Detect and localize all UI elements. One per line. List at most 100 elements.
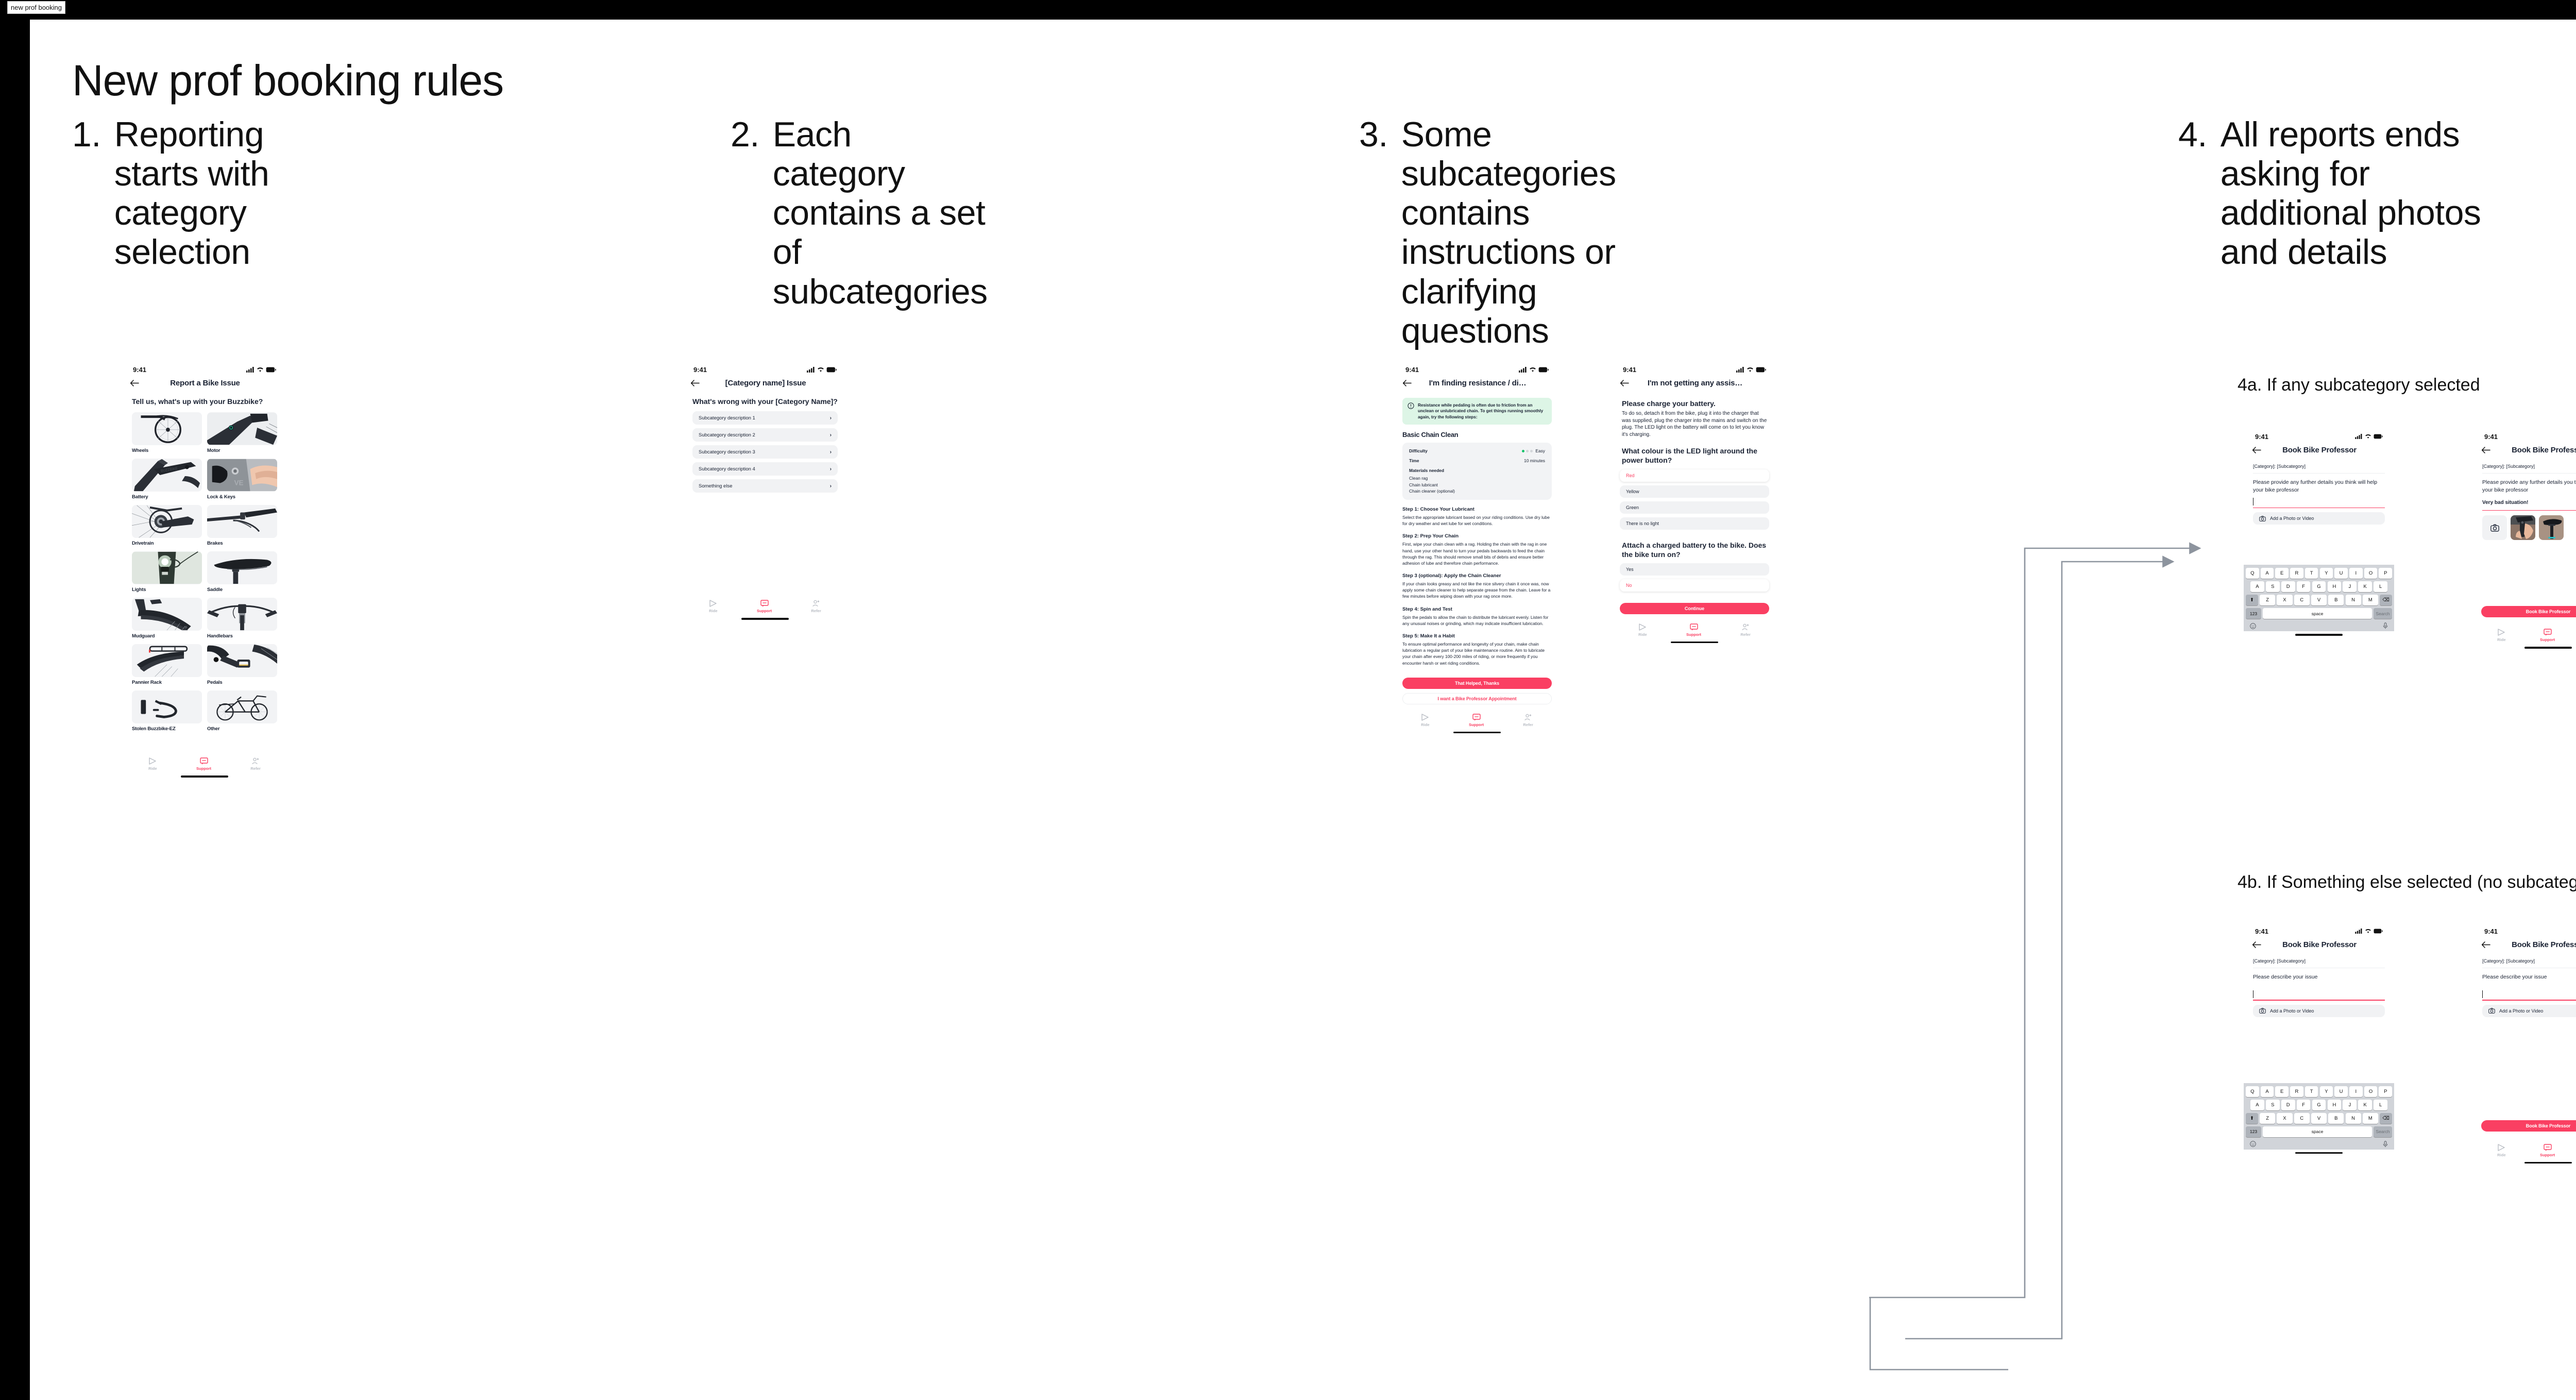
space-key[interactable]: space [2263,1126,2372,1137]
key[interactable]: P [2379,568,2392,579]
option-yes[interactable]: Yes [1620,563,1769,576]
backspace-key[interactable]: ⌫ [2380,595,2393,606]
tab-support[interactable]: Support [1469,714,1484,727]
key[interactable]: C [2294,595,2310,606]
describe-input[interactable] [2253,990,2385,1001]
tab-ride[interactable]: Ride [148,757,157,771]
search-key[interactable]: Search [2374,608,2392,619]
photo-thumbnail[interactable] [2511,515,2535,541]
category-card-saddle[interactable]: Saddle [207,551,277,593]
tab-ride[interactable]: Ride [2497,629,2506,642]
category-card-pedals[interactable]: Pedals [207,644,277,685]
option-red[interactable]: Red [1620,469,1769,482]
subcategory-row[interactable]: Subcategory description 3 › [692,445,838,459]
option-yellow[interactable]: Yellow [1620,485,1769,498]
key[interactable]: U [2334,1086,2348,1097]
key[interactable]: X [2277,1112,2293,1124]
option-no-light[interactable]: There is no light [1620,517,1769,530]
key[interactable]: N [2345,1112,2361,1124]
back-arrow-icon[interactable] [2252,446,2263,453]
option-no[interactable]: No [1620,579,1769,592]
key[interactable]: J [2343,581,2357,593]
back-arrow-icon[interactable] [1620,379,1631,386]
key[interactable]: J [2343,1099,2357,1110]
key[interactable]: D [2281,581,2295,593]
key[interactable]: Z [2260,1112,2276,1124]
space-key[interactable]: space [2263,608,2372,619]
key[interactable]: A [2250,1099,2264,1110]
subcategory-row[interactable]: Subcategory description 1 › [692,411,838,425]
key[interactable]: M [2362,595,2378,606]
key[interactable]: X [2277,595,2293,606]
details-input[interactable] [2253,498,2385,509]
tab-ride[interactable]: Ride [2497,1143,2506,1157]
add-photo-button[interactable]: Add a Photo or Video [2482,1004,2576,1017]
add-photo-tile[interactable] [2482,515,2507,541]
key[interactable]: Q [2246,1086,2259,1097]
back-arrow-icon[interactable] [1402,379,1414,386]
key[interactable]: A [2250,581,2264,593]
tab-support[interactable]: Support [2540,629,2555,642]
key[interactable]: S [2265,1099,2280,1110]
numbers-key[interactable]: 123 [2246,608,2261,619]
tab-support[interactable]: Support [2540,1143,2555,1157]
tab-refer[interactable]: Refer [1523,714,1533,727]
category-card-handlebars[interactable]: Handlebars [207,598,277,639]
continue-button[interactable]: Continue [1620,602,1769,614]
key[interactable]: L [2374,581,2387,593]
emoji-icon[interactable] [2250,623,2256,629]
tab-support[interactable]: Support [1686,623,1701,637]
back-arrow-icon[interactable] [2481,446,2493,453]
key[interactable]: L [2374,1099,2387,1110]
back-arrow-icon[interactable] [2252,941,2263,948]
key[interactable]: Y [2319,568,2333,579]
tab-ride[interactable]: Ride [1638,623,1647,637]
key[interactable]: Q [2246,568,2259,579]
subcategory-row[interactable]: Subcategory description 2 › [692,428,838,442]
category-card-wheels[interactable]: Wheels [132,412,202,453]
subcategory-row[interactable]: Subcategory description 4 › [692,462,838,476]
key[interactable]: T [2304,1086,2318,1097]
add-photo-button[interactable]: Add a Photo or Video [2253,1004,2385,1017]
tab-ride[interactable]: Ride [1421,714,1430,727]
add-photo-button[interactable]: Add a Photo or Video [2253,512,2385,525]
key[interactable]: B [2328,1112,2344,1124]
key[interactable]: H [2327,581,2342,593]
tab-refer[interactable]: Refer [250,757,261,771]
key[interactable]: F [2296,1099,2311,1110]
category-card-mudguard[interactable]: Mudguard [132,598,202,639]
key[interactable]: S [2265,581,2280,593]
key[interactable]: G [2312,581,2326,593]
tab-ride[interactable]: Ride [709,600,718,613]
key[interactable]: C [2294,1112,2310,1124]
key[interactable]: N [2345,595,2361,606]
numbers-key[interactable]: 123 [2246,1126,2261,1137]
category-card-drivetrain[interactable]: Drivetrain [132,505,202,546]
category-card-stolen-buzzbike-ez[interactable]: Stolen Buzzbike-EZ [132,690,202,732]
key[interactable]: O [2364,1086,2378,1097]
key[interactable]: O [2364,568,2378,579]
tab-refer[interactable]: Refer [1740,623,1751,637]
key[interactable]: R [2290,1086,2303,1097]
tab-support[interactable]: Support [196,757,211,771]
key[interactable]: E [2275,568,2289,579]
key[interactable]: K [2358,581,2372,593]
that-helped-button[interactable]: That Helped, Thanks [1402,677,1552,689]
photo-thumbnail[interactable] [2539,515,2564,541]
backspace-key[interactable]: ⌫ [2380,1112,2393,1124]
key[interactable]: T [2304,568,2318,579]
back-arrow-icon[interactable] [690,379,702,386]
category-card-battery[interactable]: BUZZBIKE Battery [132,459,202,500]
key[interactable]: Z [2260,595,2276,606]
key[interactable]: Y [2319,1086,2333,1097]
category-card-motor[interactable]: Motor [207,412,277,453]
search-key[interactable]: Search [2374,1126,2392,1137]
key[interactable]: G [2312,1099,2326,1110]
category-card-lock-keys[interactable]: VE Lock & Keys [207,459,277,500]
key[interactable]: B [2328,595,2344,606]
key[interactable]: V [2311,1112,2327,1124]
key[interactable]: E [2275,1086,2289,1097]
key[interactable]: R [2290,568,2303,579]
key[interactable]: I [2349,1086,2363,1097]
category-card-pannier-rack[interactable]: Pannier Rack [132,644,202,685]
